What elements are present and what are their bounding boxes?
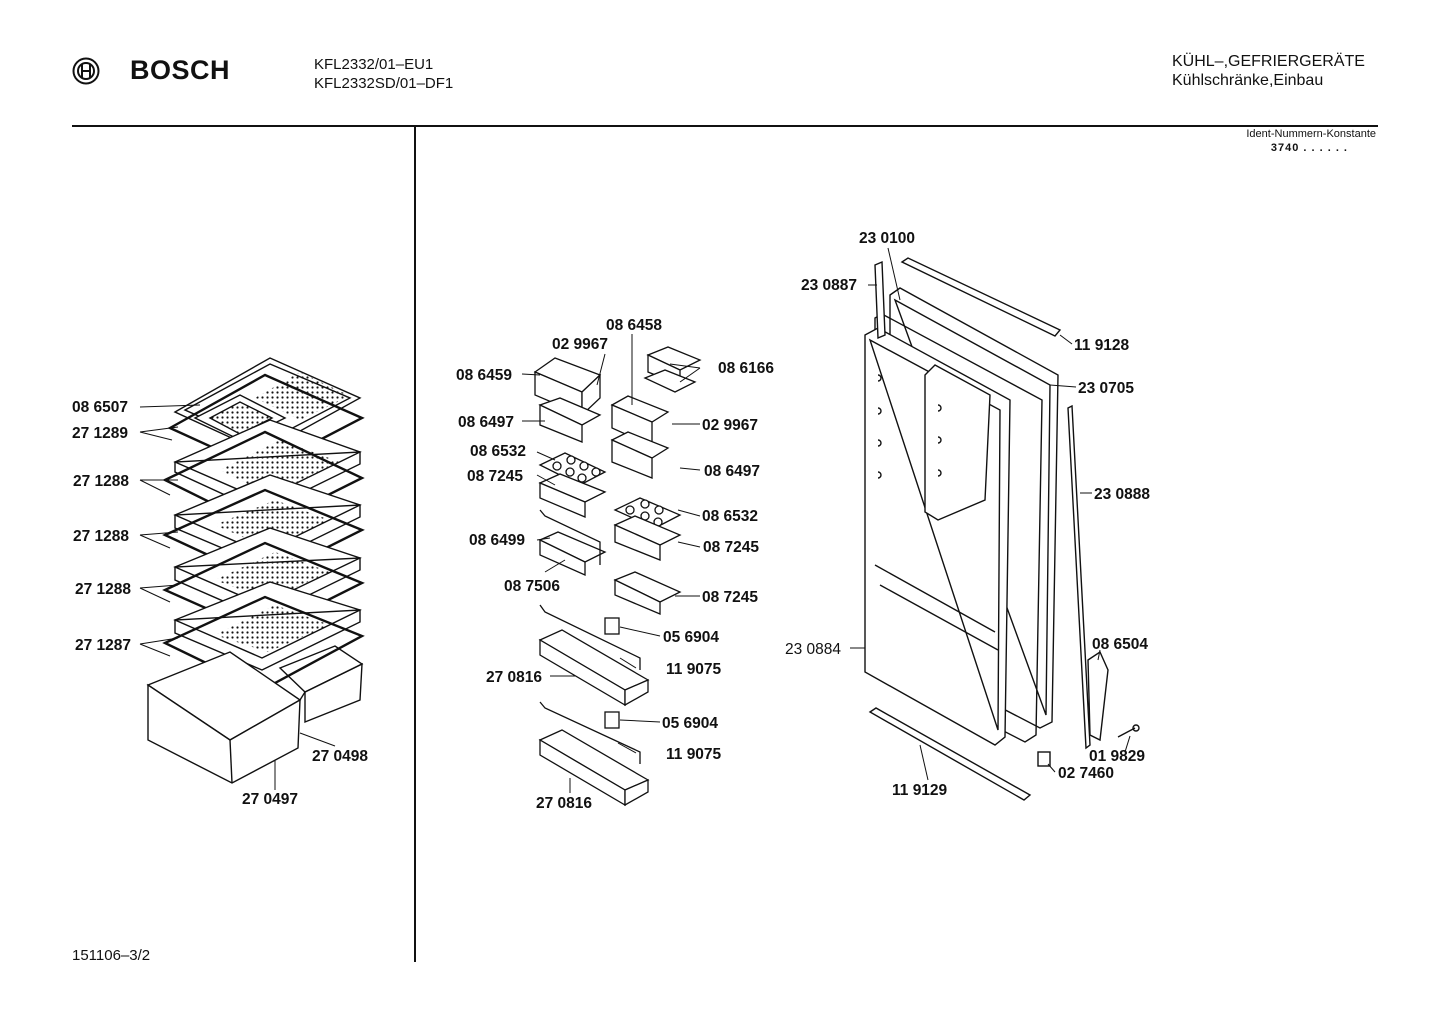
- part-labels: 08 6507 27 1289 27 1288 27 1288 27 1288 …: [72, 230, 1150, 812]
- part-label: 11 9128: [1074, 337, 1130, 354]
- part-label: 08 7245: [703, 539, 759, 556]
- part-label: 05 6904: [663, 629, 719, 646]
- part-label: 01 9829: [1089, 748, 1145, 765]
- leader-lines: [139, 247, 1131, 793]
- part-label: 08 7245: [467, 468, 523, 485]
- ident-value: 3740 . . . . . .: [1270, 142, 1348, 154]
- part-label: 27 1287: [75, 637, 131, 654]
- part-label: 02 9967: [552, 336, 608, 353]
- bosch-logo-icon: [72, 57, 100, 85]
- part-label: 08 6507: [72, 399, 128, 416]
- part-label: 27 1289: [72, 425, 128, 442]
- part-label: 08 7245: [702, 589, 758, 606]
- part-label: 08 6458: [606, 317, 662, 334]
- part-label: 11 9075: [666, 661, 722, 678]
- model-number: KFL2332/01–EU1: [314, 56, 434, 73]
- model-number: KFL2332SD/01–DF1: [314, 75, 454, 92]
- column-divider: [414, 126, 416, 962]
- part-label: 23 0705: [1078, 380, 1134, 397]
- part-label: 08 6499: [469, 532, 525, 549]
- part-label: 27 1288: [73, 473, 129, 490]
- part-label: 23 0884: [785, 641, 841, 658]
- part-label: 27 0816: [486, 669, 542, 686]
- part-label: 08 6532: [470, 443, 526, 460]
- part-label: 08 6532: [702, 508, 758, 525]
- brand-name: BOSCH: [130, 55, 231, 85]
- part-label: 02 7460: [1058, 765, 1114, 782]
- part-label: 27 0498: [312, 748, 368, 765]
- part-label: 08 6497: [704, 463, 760, 480]
- glass-shelf-stack: [146, 357, 365, 784]
- drawing-number: 151106–3/2: [72, 947, 151, 964]
- part-label: 08 6166: [718, 360, 774, 377]
- part-label: 05 6904: [662, 715, 718, 732]
- category-subtitle: Kühlschränke,Einbau: [1172, 72, 1324, 89]
- part-label: 11 9129: [892, 782, 948, 799]
- category-title: KÜHL–,GEFRIERGERÄTE: [1172, 53, 1365, 70]
- part-label: 08 6497: [458, 414, 514, 431]
- part-label: 27 0497: [242, 791, 298, 808]
- part-label: 08 6459: [456, 367, 512, 384]
- part-label: 08 7506: [504, 578, 560, 595]
- part-label: 27 0816: [536, 795, 592, 812]
- part-label: 27 1288: [73, 528, 129, 545]
- part-label: 23 0100: [859, 230, 915, 247]
- door-bins: [533, 346, 702, 807]
- part-label: 02 9967: [702, 417, 758, 434]
- part-label: 08 6504: [1092, 636, 1148, 653]
- part-label: 23 0887: [801, 277, 857, 294]
- ident-label: Ident-Nummern-Konstante: [1246, 128, 1376, 140]
- part-label: 23 0888: [1094, 486, 1150, 503]
- part-label: 27 1288: [75, 581, 131, 598]
- header-divider: [72, 125, 1378, 127]
- door-assembly: [864, 257, 1140, 801]
- part-label: 11 9075: [666, 746, 722, 763]
